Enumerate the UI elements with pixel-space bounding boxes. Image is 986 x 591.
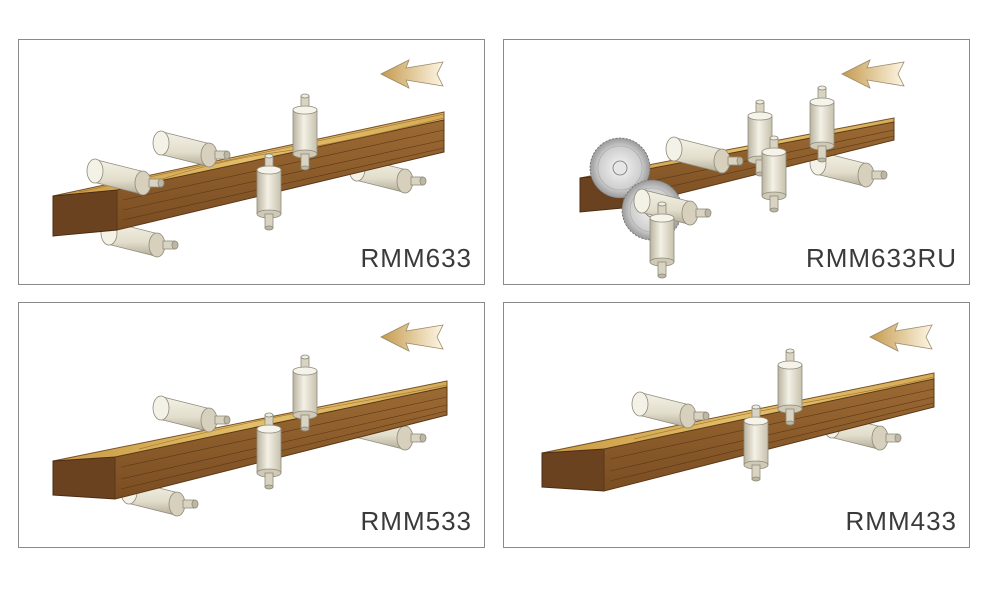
feed-direction-arrow-icon bbox=[380, 59, 444, 89]
panel-rmm633: RMM633 bbox=[18, 39, 485, 285]
model-label: RMM633RU bbox=[805, 243, 957, 273]
feed-direction-arrow-icon bbox=[841, 59, 905, 89]
model-label: RMM633 bbox=[360, 243, 472, 273]
diagram-rmm633 bbox=[52, 59, 445, 258]
diagram-rmm633ru bbox=[579, 59, 905, 279]
panel-rmm533: RMM533 bbox=[18, 302, 485, 548]
feed-direction-arrow-icon bbox=[380, 322, 444, 352]
model-label: RMM433 bbox=[845, 506, 957, 536]
feed-direction-arrow-icon bbox=[869, 322, 933, 352]
diagram-rmm433 bbox=[541, 322, 935, 492]
model-label: RMM533 bbox=[360, 506, 472, 536]
panel-rmm633ru: RMM633RU bbox=[503, 39, 970, 285]
panel-rmm433: RMM433 bbox=[503, 302, 970, 548]
diagram-rmm533 bbox=[52, 322, 448, 517]
top-roller-mid-icon bbox=[152, 395, 231, 433]
